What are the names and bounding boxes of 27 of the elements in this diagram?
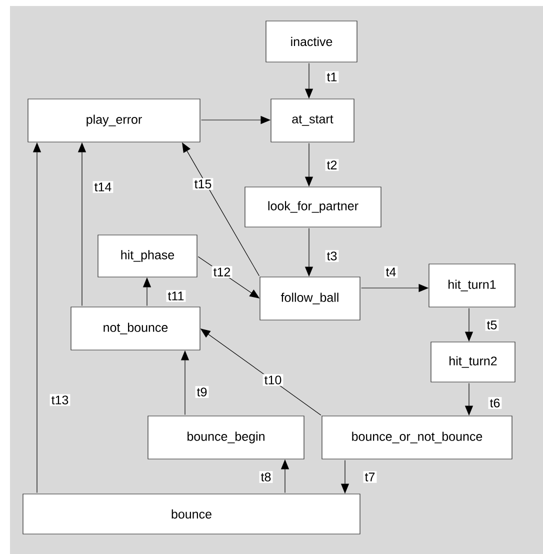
edge-label: t5 (485, 319, 499, 331)
state-box: play_error (28, 98, 200, 142)
edge-label: t13 (50, 394, 70, 406)
state-box: follow_ball (260, 276, 360, 320)
state-box: at_start (270, 98, 354, 142)
edge-label: t11 (166, 290, 186, 302)
state-box: bounce_or_not_bounce (322, 416, 512, 460)
state-box: bounce (22, 494, 360, 534)
edge-label: t2 (325, 159, 339, 171)
state-box: look_for_partner (244, 186, 382, 228)
edge-label: t3 (325, 250, 339, 262)
edge-label: t7 (363, 471, 377, 483)
edge-label: t8 (259, 471, 273, 483)
state-box: hit_turn2 (430, 342, 516, 382)
edge-label: t10 (262, 374, 284, 386)
edge-label: t14 (92, 181, 114, 193)
state-box: inactive (266, 20, 358, 62)
edge-label: t4 (384, 266, 398, 278)
state-box: not_bounce (70, 306, 200, 350)
edge-label: t6 (488, 397, 502, 409)
edge-label: t15 (192, 178, 214, 190)
state-box: bounce_begin (148, 416, 304, 460)
edge-label: t12 (212, 266, 232, 278)
state-box: hit_phase (98, 234, 198, 278)
state-box: hit_turn1 (428, 264, 516, 308)
edge-label: t9 (195, 386, 209, 398)
edge-label: t1 (325, 71, 339, 83)
